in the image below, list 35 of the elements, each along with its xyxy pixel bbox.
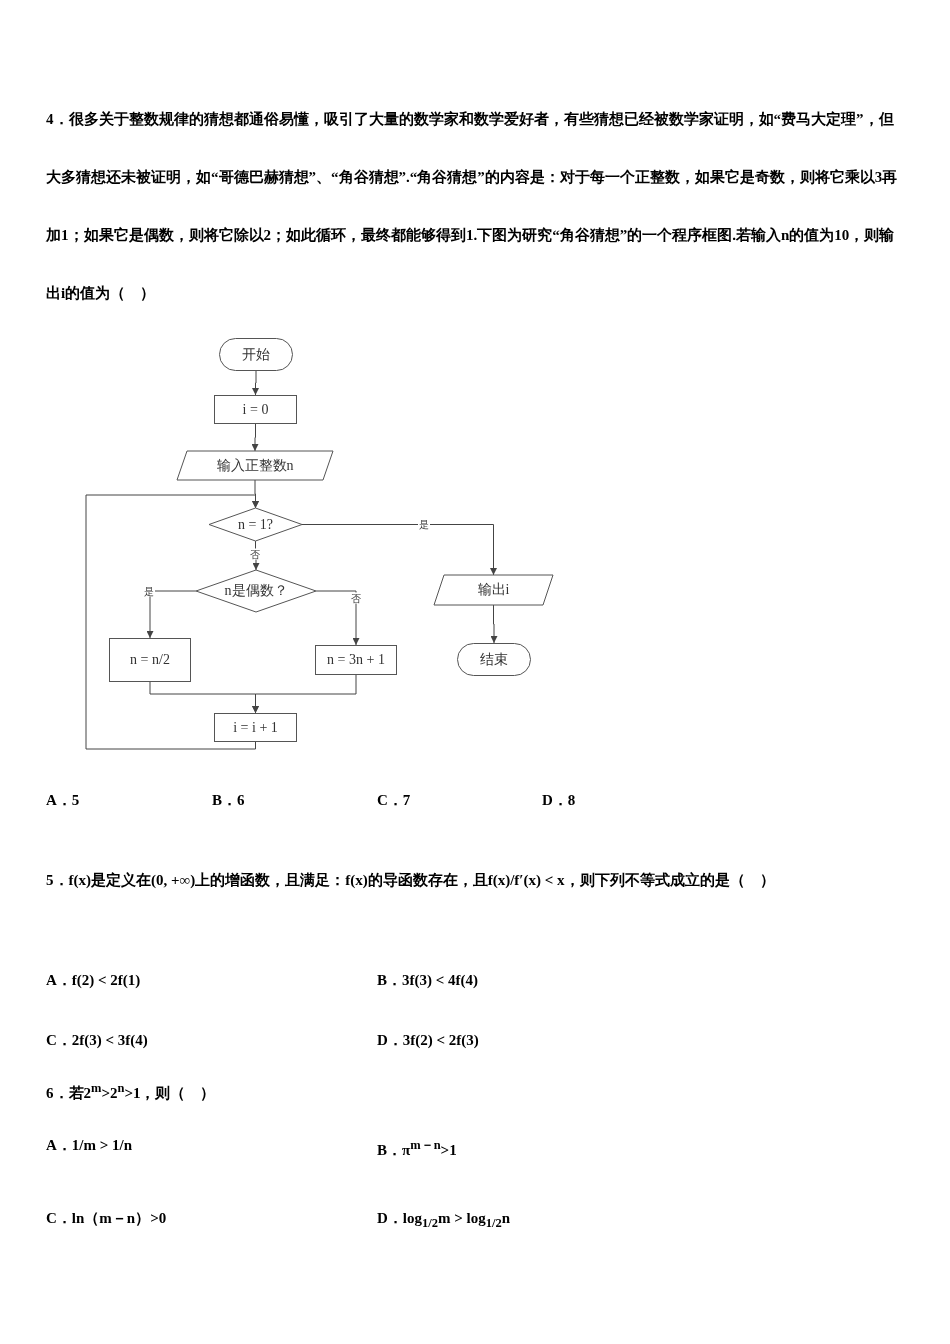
answer-option: D．3f(2) < 2f(3)	[377, 1028, 677, 1052]
arrow	[85, 494, 259, 750]
edge-label: 是	[418, 518, 430, 530]
question-text: 6．若2$^{m}$>2$^{n}$>1，则（ ）	[46, 1080, 217, 1103]
answer-option: B．6	[212, 788, 362, 812]
answer-option: A．f(2) < 2f(1)	[46, 968, 346, 992]
process-box: i = 0	[214, 395, 297, 424]
process-box: n = n/2	[109, 638, 191, 682]
arrow	[251, 423, 259, 452]
answer-option: C．2f(3) < 3f(4)	[46, 1028, 346, 1052]
decision-diamond: n是偶数？	[196, 570, 316, 612]
answer-option: B．π$^{m－n}$>1	[377, 1133, 677, 1162]
process-box: i = i + 1	[214, 713, 297, 742]
edge-label: 是	[143, 585, 155, 597]
answer-option: D．8	[542, 788, 692, 812]
edge-label: 否	[249, 548, 261, 560]
answer-option: D．log$_{1/2}$m > log$_{1/2}$n	[377, 1206, 677, 1235]
arrow	[252, 674, 357, 714]
answer-option: C．ln（m－n）>0	[46, 1206, 346, 1230]
question-text: 4．很多关于整数规律的猜想都通俗易懂，吸引了大量的数学家和数学爱好者，有些猜想已经被数学家证明，如“费马大定理”，但大多猜想还未被证明，如“哥德巴赫猜想”、“角谷猜想”.“角谷猜想”的内容是：对于每一个正整数，如果它是奇数，则将它乘以3再加1；如果它是偶数，则将它除以2；如此循环，最终都能够得到1.下图为研究“角谷猜想”的一个程序框图.若输入n的值为10，则输出i的值为（ ）	[46, 110, 899, 303]
arrow	[301, 524, 497, 576]
arrow	[315, 590, 360, 646]
process-box: n = 3n + 1	[315, 645, 397, 675]
answer-option: C．7	[377, 788, 527, 812]
arrow	[490, 604, 498, 644]
arrow	[146, 590, 197, 639]
edge-label: 否	[350, 592, 362, 604]
input-parallelogram: 输入正整数n	[177, 451, 333, 480]
output-parallelogram: 输出i	[434, 575, 553, 605]
question-text: 5．f(x)是定义在(0, +∞)上的增函数，且满足：f(x)的导函数存在，且f(x)/f′(x) < x，则下列不等式成立的是（ ）	[46, 871, 776, 890]
decision-diamond: n = 1?	[209, 508, 302, 541]
answer-option: A．1/m > 1/n	[46, 1133, 346, 1157]
answer-option: A．5	[46, 788, 196, 812]
arrow	[252, 370, 259, 396]
answer-option: B．3f(3) < 4f(4)	[377, 968, 677, 992]
